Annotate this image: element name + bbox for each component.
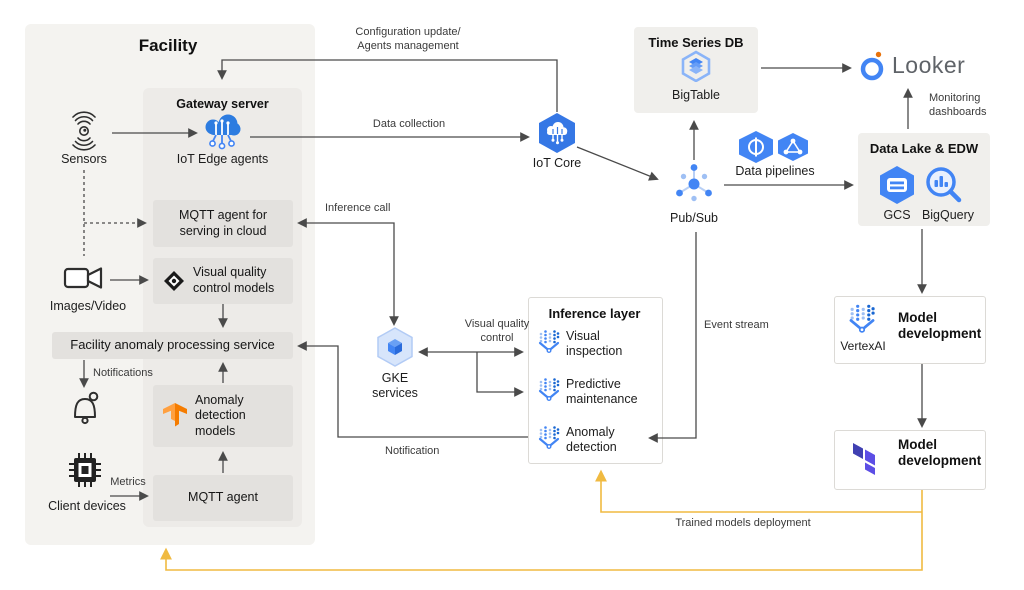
- client-devices-label: Client devices: [48, 499, 126, 513]
- visual-inspection-label: Visual inspection: [566, 329, 623, 358]
- metrics-edge-label: Metrics: [110, 476, 146, 488]
- vertex-ai-icon: [538, 426, 560, 450]
- vertexai-label: VertexAI: [840, 339, 886, 353]
- inference-layer-title: Inference layer: [548, 306, 641, 321]
- visual-quality-models-label: Visual quality control models: [193, 265, 275, 295]
- data-pipelines-label: Data pipelines: [735, 164, 815, 178]
- anomaly-detection-models-label: Anomaly detection models: [195, 392, 246, 438]
- iot-edge-agents-label: IoT Edge agents: [176, 152, 269, 166]
- looker-icon: [860, 51, 884, 81]
- chip-icon: [69, 453, 101, 487]
- gke-icon: [377, 327, 413, 367]
- vertex-ai-icon: [538, 378, 560, 402]
- monitoring-dashboards-label: Monitoring dashboards: [929, 92, 987, 118]
- notification-label: Notification: [385, 445, 440, 457]
- mqtt-cloud-agent-box: MQTT agent for serving in cloud: [153, 200, 293, 247]
- facility-title: Facility: [138, 36, 198, 55]
- vertex-ai-icon: [538, 330, 560, 354]
- sensors-icon: [72, 111, 96, 151]
- vertex-ai-icon: [849, 304, 875, 333]
- visual-inspection-diamond-icon: [164, 271, 184, 291]
- gcs-label: GCS: [883, 208, 911, 222]
- sensors-label: Sensors: [61, 152, 107, 166]
- bigquery-icon: [926, 167, 962, 203]
- pubsub-label: Pub/Sub: [670, 211, 718, 225]
- terraform-icon: [853, 443, 875, 475]
- inference-call-label: Inference call: [325, 202, 391, 214]
- bell-icon: [74, 391, 99, 425]
- configuration-update-label: Configuration update/ Agents management: [355, 26, 461, 52]
- tensorflow-icon: [163, 403, 187, 427]
- iot-edge-agents-icon: [205, 114, 241, 150]
- gcs-icon: [880, 166, 914, 204]
- iot-core-label: IoT Core: [532, 156, 582, 170]
- mqtt-agent-box: MQTT agent: [153, 475, 293, 521]
- visual-quality-models-box: Visual quality control models: [153, 258, 293, 304]
- anomaly-detection-models-box: Anomaly detection models: [153, 385, 293, 447]
- video-camera-icon: [63, 267, 103, 289]
- gke-services-label: GKE services: [372, 371, 418, 400]
- time-series-db-title: Time Series DB: [648, 35, 744, 50]
- iot-core-icon: [539, 113, 575, 153]
- anomaly-detection-label: Anomaly detection: [566, 425, 617, 454]
- notifications-edge-label: Notifications: [93, 367, 153, 379]
- predictive-maintenance-label: Predictive maintenance: [566, 377, 638, 406]
- looker-label: Looker: [892, 52, 966, 78]
- gateway-server-title: Gateway server: [176, 97, 269, 111]
- pubsub-icon: [676, 164, 712, 202]
- visual-quality-control-label: Visual quality control: [464, 318, 530, 344]
- model-development-vertex-title: Model development: [898, 310, 982, 342]
- bigtable-icon: [681, 50, 711, 82]
- model-development-terraform-title: Model development: [898, 437, 982, 469]
- facility-anomaly-service-box: Facility anomaly processing service: [52, 332, 293, 359]
- bigtable-label: BigTable: [672, 88, 720, 102]
- trained-models-deployment-label: Trained models deployment: [675, 517, 811, 529]
- data-lake-title: Data Lake & EDW: [869, 141, 979, 156]
- images-video-label: Images/Video: [49, 299, 127, 313]
- event-stream-label: Event stream: [704, 319, 769, 331]
- dataproc-hexagon-icon: [778, 133, 808, 161]
- dataflow-hexagon-icon: [739, 131, 773, 163]
- data-collection-label: Data collection: [372, 118, 446, 130]
- bigquery-label: BigQuery: [921, 208, 975, 222]
